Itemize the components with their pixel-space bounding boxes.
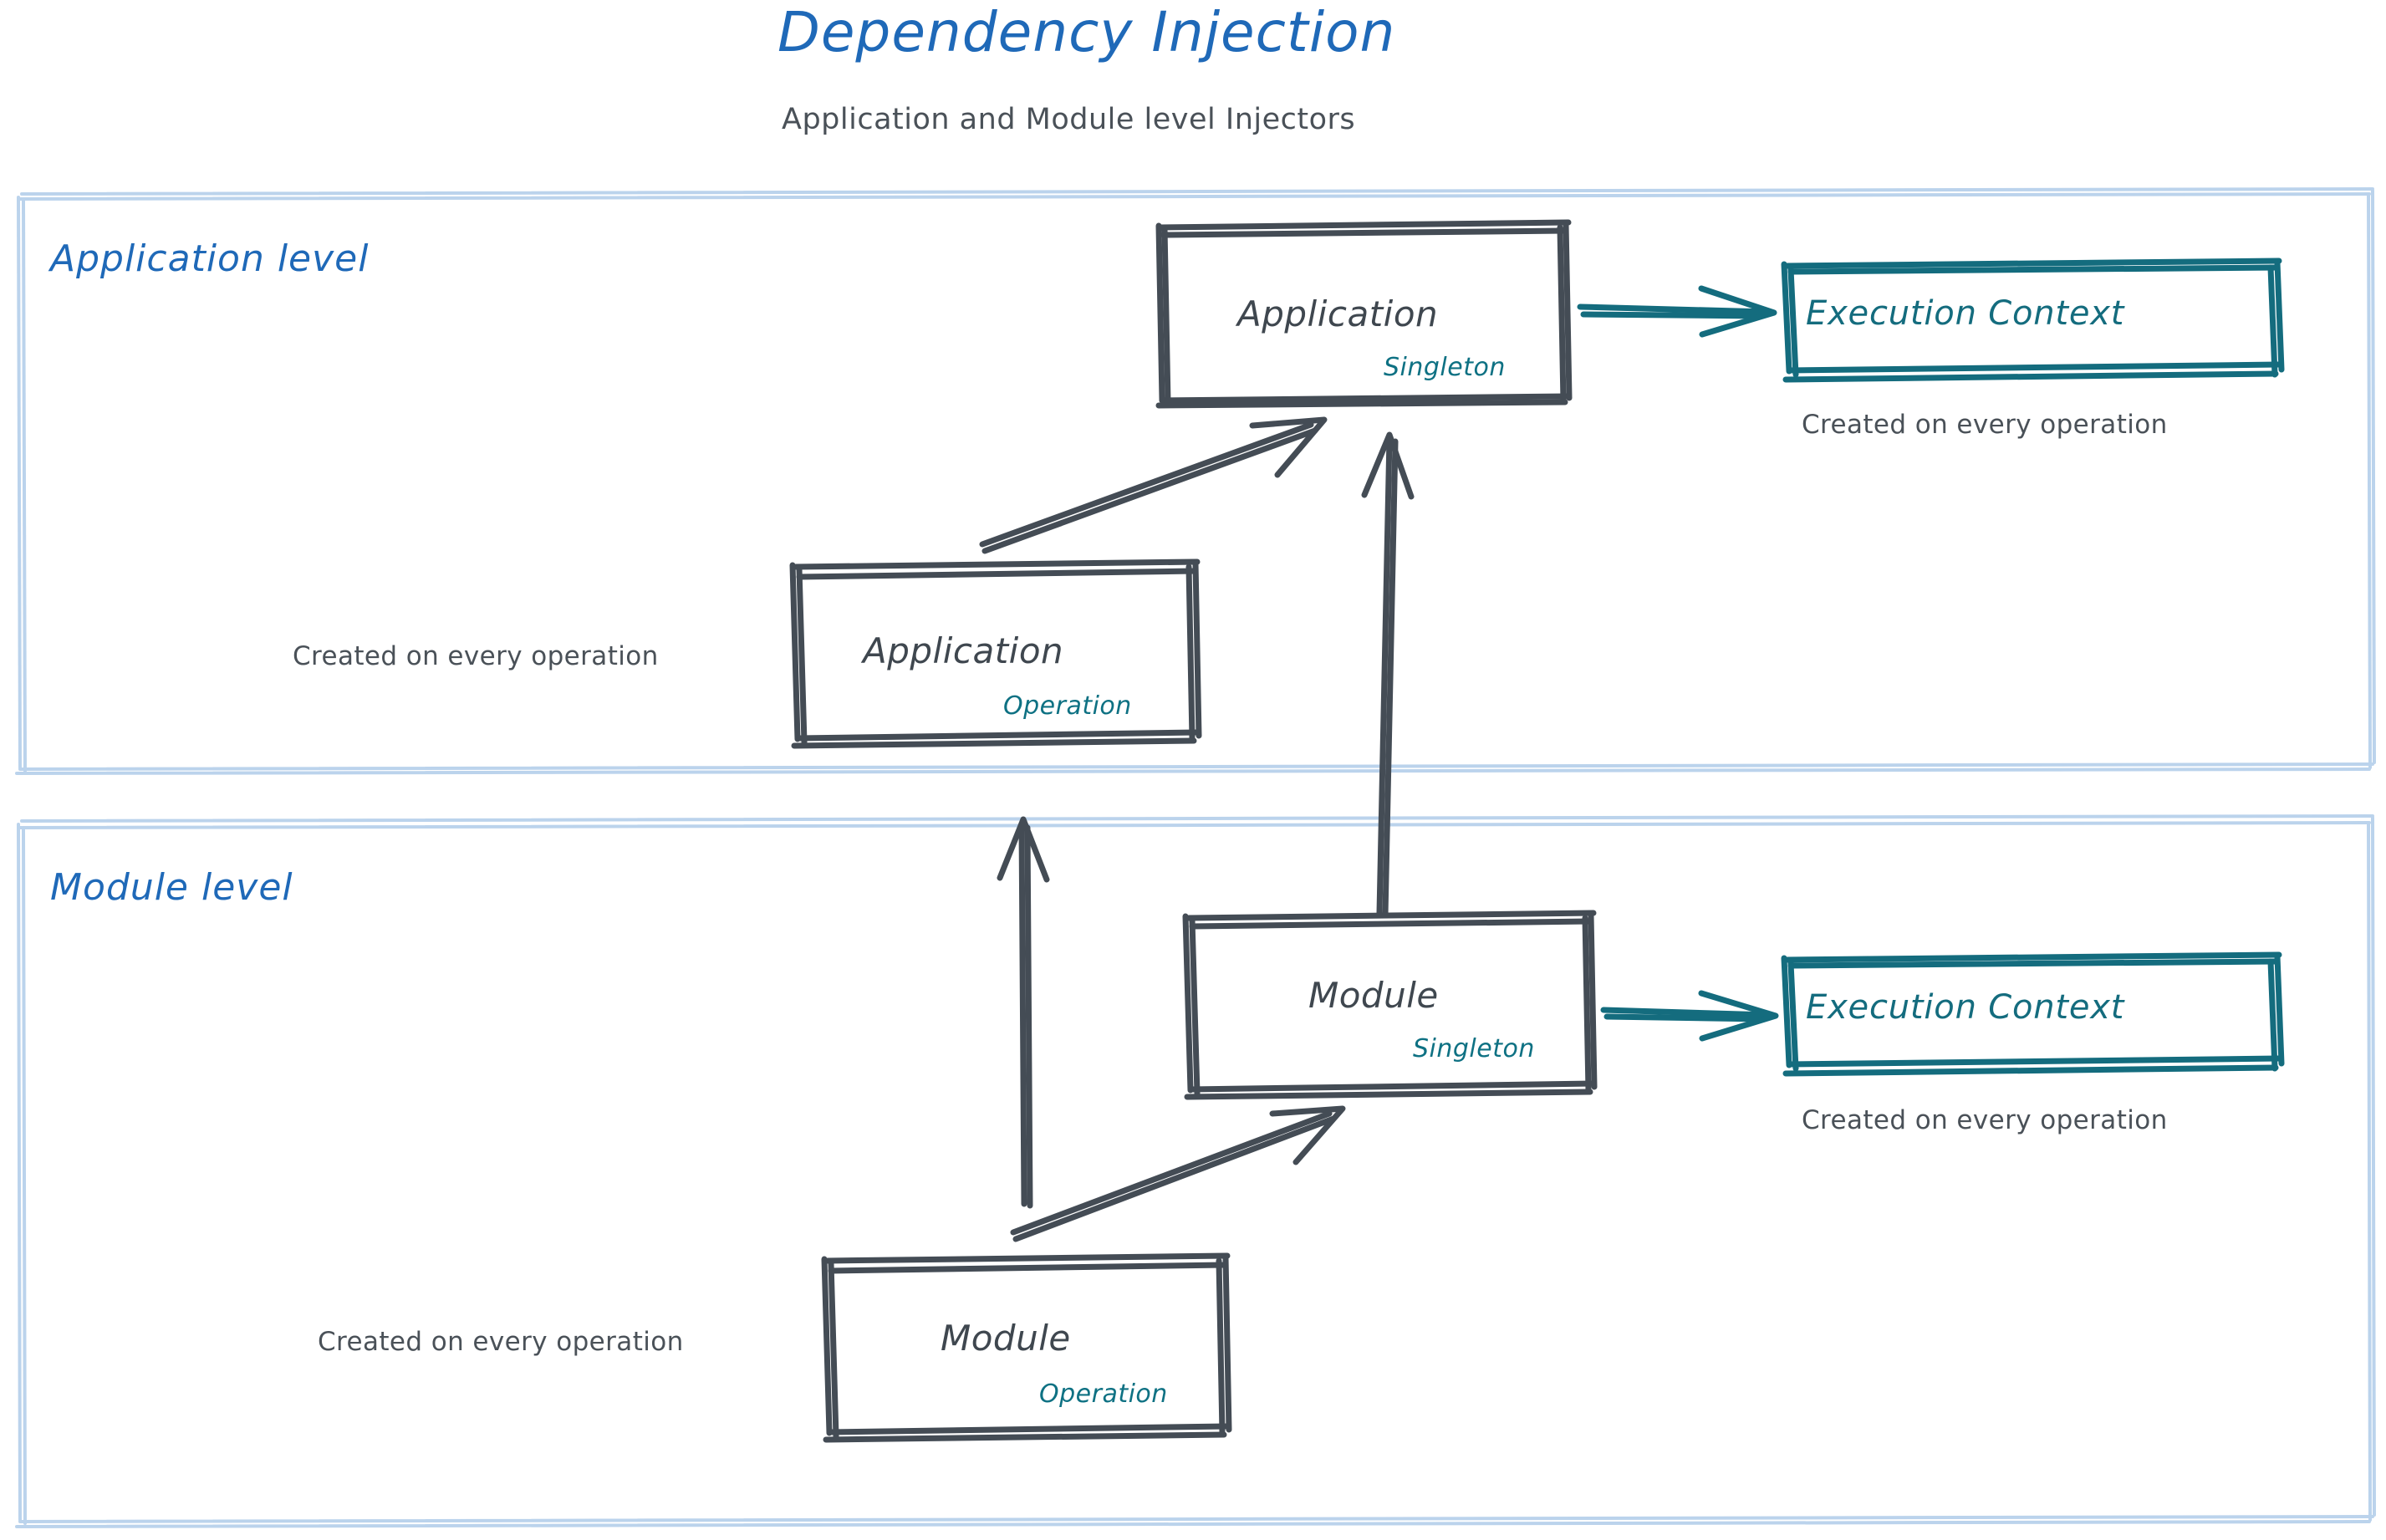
panel-label-application-level: Application level: [50, 237, 370, 280]
edge-app-operation-to-app-singleton: [979, 416, 1328, 554]
caption-exec-ctx-module: Created on every operation: [1802, 1105, 2168, 1135]
node-box-module-operation[interactable]: [821, 1252, 1232, 1443]
edge-module-singleton-to-exec-ctx: [1600, 990, 1779, 1042]
caption-app-operation: Created on every operation: [293, 641, 659, 671]
caption-module-operation: Created on every operation: [318, 1327, 684, 1357]
panel-application-level: [15, 187, 2376, 775]
edge-module-operation-to-app-operation: [997, 816, 1050, 1209]
node-box-exec-ctx-app[interactable]: [1781, 258, 2285, 383]
edge-module-singleton-to-app-singleton: [1361, 431, 1415, 918]
caption-exec-ctx-app: Created on every operation: [1802, 410, 2168, 440]
node-label-app-operation: Application: [863, 630, 1064, 671]
node-scope-module-singleton: Singleton: [1413, 1034, 1535, 1063]
node-label-module-operation: Module: [941, 1318, 1071, 1359]
panel-module-level: [15, 814, 2376, 1528]
panel-label-module-level: Module level: [50, 866, 293, 909]
node-label-module-singleton: Module: [1308, 975, 1439, 1016]
node-box-app-operation[interactable]: [789, 558, 1202, 749]
node-box-exec-ctx-module[interactable]: [1781, 951, 2285, 1077]
node-scope-app-operation: Operation: [1003, 691, 1132, 721]
node-box-module-singleton[interactable]: [1182, 910, 1598, 1100]
node-scope-module-operation: Operation: [1039, 1379, 1168, 1409]
node-scope-app-singleton: Singleton: [1384, 353, 1506, 382]
page-title: Dependency Injection: [777, 0, 1396, 64]
edge-app-singleton-to-exec-ctx: [1577, 285, 1777, 338]
node-box-app-singleton[interactable]: [1155, 219, 1573, 409]
page-subtitle: Application and Module level Injectors: [782, 103, 1356, 136]
node-label-exec-ctx-module: Execution Context: [1806, 988, 2125, 1027]
edge-module-operation-to-module-singleton: [1010, 1105, 1346, 1242]
node-label-exec-ctx-app: Execution Context: [1806, 294, 2125, 333]
node-label-app-singleton: Application: [1237, 293, 1439, 334]
